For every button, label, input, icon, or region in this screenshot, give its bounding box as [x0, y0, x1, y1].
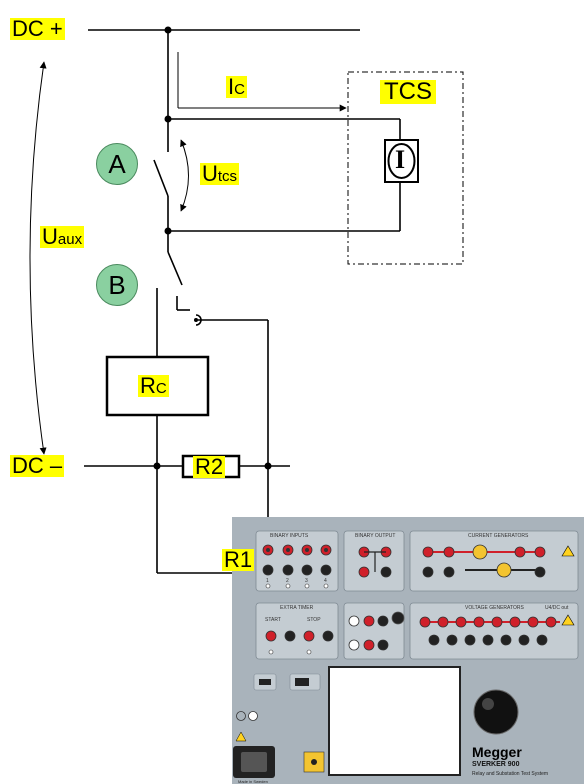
- current-generator-terminals: [422, 544, 575, 578]
- model-tagline: Relay and Substation Test System: [472, 771, 549, 777]
- current-generators-heading: CURRENT GENERATORS: [468, 533, 529, 539]
- tcs-box: [347, 71, 464, 265]
- display-screen: [328, 666, 461, 776]
- u4dc-out-heading: U4/DC out: [545, 605, 569, 611]
- binary-input-terminals: [262, 544, 332, 589]
- contact-a-badge: A: [96, 143, 138, 185]
- node-dot: [264, 462, 272, 470]
- extra-timer-terminals: [265, 630, 334, 655]
- dc-plus-label: DC +: [10, 16, 65, 41]
- aux-terminals: [348, 611, 405, 651]
- contact-a-blade: [153, 159, 169, 197]
- r1-label: R1: [222, 547, 255, 572]
- extra-timer-heading: EXTRA TIMER: [280, 605, 314, 611]
- binary-output-terminals: [358, 546, 392, 578]
- binary-output-heading: BINARY OUTPUT: [355, 533, 396, 539]
- binary-input-number: 2: [286, 578, 289, 584]
- ground-icon: [236, 711, 246, 721]
- contact-b-badge: B: [96, 264, 138, 306]
- uaux-arrow: [29, 61, 47, 455]
- voltage-generator-terminals: [419, 614, 575, 646]
- uaux-label: Uaux: [40, 224, 85, 249]
- binary-input-number: 4: [324, 578, 327, 584]
- binary-input-number: 3: [305, 578, 308, 584]
- rc-label: RC: [138, 373, 169, 398]
- brand-logo: Megger: [472, 744, 522, 760]
- control-knob: [473, 689, 519, 735]
- start-heading: START: [265, 617, 281, 623]
- utcs-arrow: [180, 139, 189, 212]
- warning-icon: [235, 731, 247, 742]
- binary-inputs-heading: BINARY INPUTS: [270, 533, 309, 539]
- model-name: SVERKER 900: [472, 761, 520, 768]
- tcs-meter-symbol: I: [395, 145, 406, 174]
- test-clip-dot: [194, 318, 198, 322]
- binary-input-number: 1: [266, 578, 269, 584]
- made-in-label: Made in Sweden: [238, 779, 268, 784]
- instrument-panel: [232, 517, 584, 784]
- ic-label: IC: [226, 74, 247, 99]
- voltage-generators-heading: VOLTAGE GENERATORS: [465, 605, 524, 611]
- r2-label: R2: [193, 454, 226, 479]
- utcs-label: Utcs: [200, 161, 240, 186]
- tcs-meter-circle: [387, 143, 416, 179]
- dc-minus-label: DC –: [10, 453, 65, 478]
- stop-heading: STOP: [307, 617, 321, 623]
- contact-b-blade: [167, 251, 183, 286]
- tcs-label: TCS: [380, 80, 436, 104]
